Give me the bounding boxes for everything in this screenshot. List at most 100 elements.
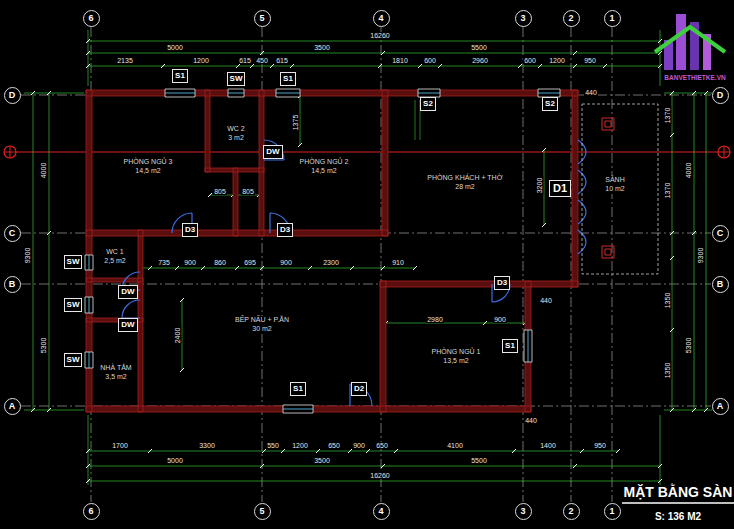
opening-tag: D3 <box>182 223 198 237</box>
dimension-text: 650 <box>375 442 389 449</box>
tag-code: D3 <box>185 225 195 234</box>
room-text: NHÀ TẮM <box>100 364 131 373</box>
dimension-text: 5300 <box>685 336 692 354</box>
room-text: WC 1 <box>104 248 125 257</box>
grid-bubble: 3 <box>515 503 532 520</box>
grid-axis-name: 4 <box>378 507 383 516</box>
tag-code: D3 <box>280 225 290 234</box>
room-area: SẢNH10 m2 <box>582 104 658 274</box>
tag-code: S2 <box>423 99 433 108</box>
opening-tag: DW <box>118 318 137 332</box>
grid-bubble: A <box>712 398 729 415</box>
dimension-text: 805 <box>213 188 227 195</box>
dimension-text: 910 <box>391 259 405 266</box>
grid-axis-name: D <box>9 91 16 100</box>
dimension-text: 3200 <box>536 176 543 194</box>
opening-tag: D2 <box>351 382 367 396</box>
room-text: 14,5 m2 <box>299 167 348 176</box>
grid-axis-name: 1 <box>609 507 614 516</box>
room-label: PHÒNG NGỦ 314,5 m2 <box>122 158 173 176</box>
dimension-text: 1350 <box>664 291 671 309</box>
room-label: WC 23 m2 <box>226 125 246 143</box>
tag-code: SW <box>230 74 243 83</box>
grid-bubble: 5 <box>254 503 271 520</box>
logo-building <box>676 14 686 70</box>
tag-code: S1 <box>283 74 293 83</box>
dimension-text: 9300 <box>24 246 31 264</box>
dimension-text: 805 <box>241 188 255 195</box>
grid-bubble: 6 <box>83 10 100 27</box>
room-label: SẢNH10 m2 <box>604 176 625 194</box>
dimension-text: 1350 <box>664 361 671 379</box>
plan-area: S: 136 M2 <box>655 512 701 522</box>
grid-axis-name: 2 <box>568 14 573 23</box>
dimension-text: 695 <box>243 259 257 266</box>
room-label: NHÀ TẮM3,5 m2 <box>99 364 132 382</box>
room-text: 30 m2 <box>235 325 289 334</box>
room-text: WC 2 <box>227 125 245 134</box>
tag-code: DW <box>121 320 134 329</box>
grid-axis-name: 4 <box>378 14 383 23</box>
dimension-text: 1400 <box>539 442 557 449</box>
opening-tag: D3 <box>494 276 510 290</box>
opening-tag: D3 <box>277 223 293 237</box>
room-text: SẢNH <box>605 176 624 185</box>
door-swing <box>122 140 586 406</box>
tag-code: S1 <box>293 384 303 393</box>
window-pane <box>89 93 560 409</box>
tag-code: S1 <box>505 341 515 350</box>
dimension-text: 900 <box>279 259 293 266</box>
dimension-text: 600 <box>523 57 537 64</box>
grid-axis-name: A <box>9 402 16 411</box>
dimension-text: 2960 <box>471 57 489 64</box>
dimension-text: 16260 <box>369 472 390 479</box>
grid-axis-name: 2 <box>568 507 573 516</box>
dimension-text: 900 <box>183 259 197 266</box>
grid-bubble: 4 <box>373 503 390 520</box>
room-label: PHÒNG KHÁCH + THỜ28 m2 <box>426 174 503 192</box>
room-label: WC 12,5 m2 <box>103 248 126 266</box>
grid-bubble: C <box>712 225 729 242</box>
dimension-text: 735 <box>157 259 171 266</box>
dimension-text: 615 <box>238 57 252 64</box>
dimension-text: 2135 <box>116 57 134 64</box>
room-area: WC 12,5 m2 <box>92 236 138 278</box>
grid-bubble: 1 <box>604 10 621 27</box>
room-text: 28 m2 <box>427 183 502 192</box>
plan-title: MẶT BẰNG SÀN <box>624 485 733 499</box>
dimension-text: 1200 <box>192 57 210 64</box>
room-text: 10 m2 <box>605 185 624 194</box>
dimension-text: 900 <box>493 316 507 323</box>
dimension-text: 5000 <box>166 457 184 464</box>
section-marker <box>718 146 730 158</box>
watermark: BANVETHIETKE.VN <box>663 75 726 82</box>
dimension-text: 2980 <box>426 316 444 323</box>
dimension-text: 600 <box>423 57 437 64</box>
section-line <box>4 146 730 158</box>
dimension-text: 900 <box>352 442 366 449</box>
tag-code: DW <box>266 147 279 156</box>
window <box>85 89 560 413</box>
grid-bubble: 3 <box>515 10 532 27</box>
grid-axis-name: B <box>717 280 724 289</box>
dimension-text: 3500 <box>313 44 331 51</box>
room-area: NHÀ TẮM3,5 m2 <box>92 322 138 406</box>
opening-tag: S1 <box>502 339 518 353</box>
room-text: 13,5 m2 <box>431 357 480 366</box>
section-marker <box>4 146 16 158</box>
dimension-text: 550 <box>266 442 280 449</box>
room-text: PHÒNG KHÁCH + THỜ <box>427 174 502 183</box>
grid-bubble: B <box>712 276 729 293</box>
room-area: PHÒNG NGỦ 113,5 m2S1 <box>386 287 525 406</box>
room-text: 3,5 m2 <box>100 373 131 382</box>
opening-tag: S2 <box>420 97 436 111</box>
dimension-text: 5000 <box>166 44 184 51</box>
title-underline <box>622 502 734 504</box>
grid-axis-name: 5 <box>259 507 264 516</box>
opening-tag: S2 <box>542 97 558 111</box>
grid-bubble: 2 <box>563 10 580 27</box>
opening-tag: DW <box>263 145 282 159</box>
grid-bubble: 6 <box>83 503 100 520</box>
grid-bubble: 1 <box>604 503 621 520</box>
grid-axis-name: 3 <box>520 507 525 516</box>
